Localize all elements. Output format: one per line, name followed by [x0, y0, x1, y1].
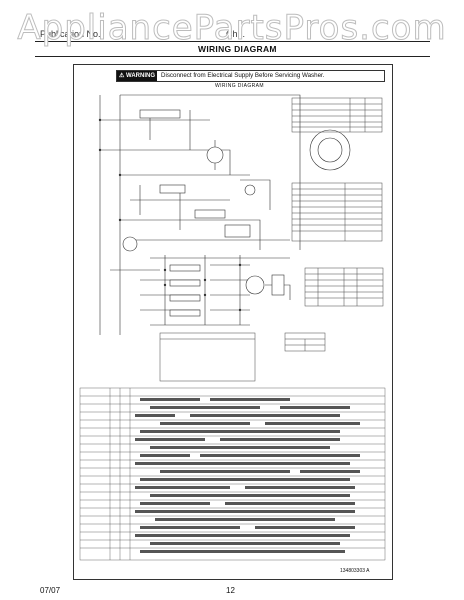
part-number: 134803303 A [340, 568, 370, 574]
timer-chart [79, 387, 386, 561]
component-tables [159, 97, 384, 382]
header-rule-bottom [35, 56, 430, 57]
warning-text: Disconnect from Electrical Supply Before… [161, 72, 325, 79]
page-title: WIRING DIAGRAM [198, 44, 277, 54]
schematic-terminals [98, 118, 242, 312]
chassis-label: Ch... [226, 29, 246, 39]
warning-badge: ⚠ WARNING [117, 71, 157, 81]
watermark: AppliancePartsPros.com [17, 8, 447, 49]
schematic-components [122, 109, 351, 317]
warning-banner: ⚠ WARNING Disconnect from Electrical Sup… [116, 70, 385, 82]
publication-label: Publication No. [40, 29, 101, 39]
footer-date: 07/07 [40, 586, 61, 595]
header-rule-top [35, 41, 430, 42]
footer-page-number: 12 [226, 586, 235, 595]
timer-bars [135, 398, 360, 553]
schematic-lines [99, 94, 301, 335]
diagram-title: WIRING DIAGRAM [215, 83, 264, 89]
